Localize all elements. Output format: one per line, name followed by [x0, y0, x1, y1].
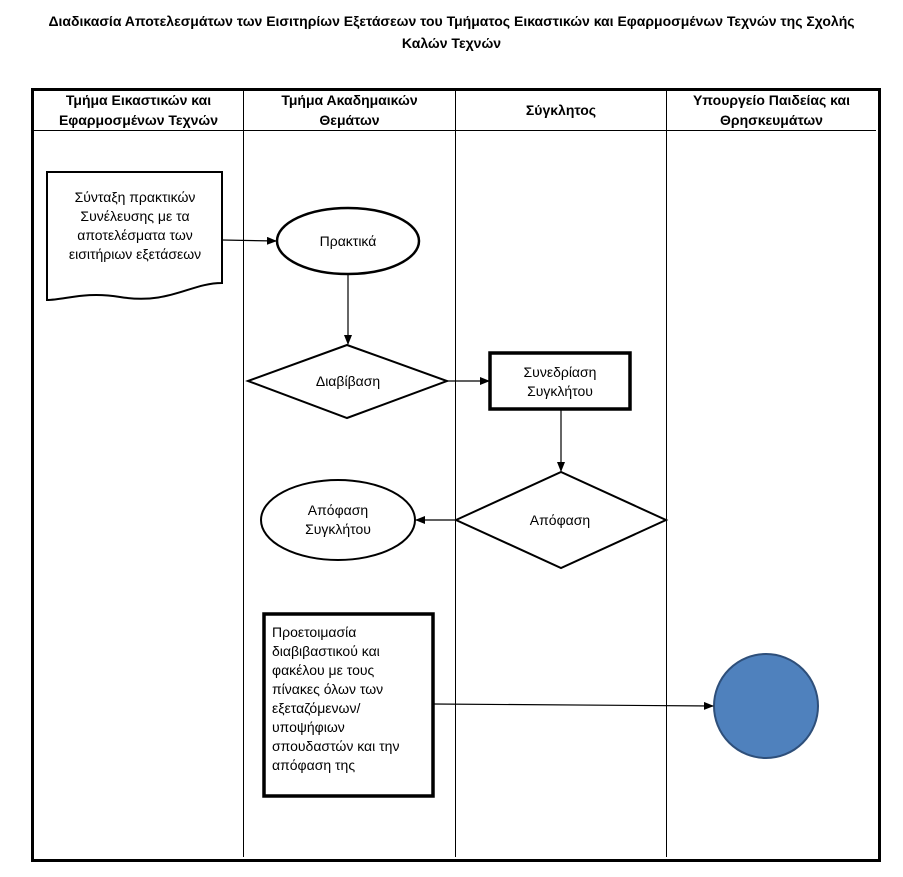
- proetoimasia-line6: υποψήφιων: [272, 719, 345, 735]
- lane-header-akadimaikon: Τμήμα Ακαδημαικών Θεμάτων: [244, 90, 455, 130]
- apofasi-sygklitou-label-line2: Συγκλήτου: [305, 521, 371, 537]
- swimlane-frame: [31, 88, 881, 862]
- proetoimasia-line3: φακέλου με τους: [272, 662, 375, 678]
- document-text-line3: αποτελέσματα των: [77, 227, 193, 243]
- proetoimasia-line8: απόφαση της: [272, 757, 356, 773]
- document-text: Σύνταξη πρακτικών Συνέλευσης με τα αποτε…: [49, 186, 221, 266]
- proetoimasia-line7: σπουδαστών και την: [272, 738, 400, 754]
- diavivasi-label: Διαβίβαση: [315, 372, 381, 389]
- lane-header-eikastikon-line2: Εφαρμοσμένων Τεχνών: [58, 112, 219, 128]
- proetoimasia-line4: πίνακες όλων των: [272, 681, 384, 697]
- lane-header-ypourgeio: Υπουργείο Παιδείας και Θρησκευμάτων: [667, 90, 876, 130]
- lane-header-ypourgeio-line2: Θρησκευμάτων: [720, 112, 823, 128]
- arrow-proetoimasia-to-end: [432, 701, 714, 710]
- diavivasi-text: Διαβίβαση: [278, 371, 418, 391]
- diagram-title-line1: Διαδικασία Αποτελεσμάτων των Εισιτηρίων …: [48, 13, 855, 29]
- apofasi-text: Απόφαση: [500, 510, 620, 530]
- synedriasi-text: Συνεδρίαση Συγκλήτου: [492, 362, 628, 402]
- proetoimasia-line2: διαβιβαστικού και: [272, 643, 380, 659]
- lane-header-eikastikon: Τμήμα Εικαστικών και Εφαρμοσμένων Τεχνών: [34, 90, 243, 130]
- proetoimasia-rect: [262, 612, 435, 798]
- diagram-title-line2: Καλών Τεχνών: [401, 35, 502, 51]
- proetoimasia-line1: Προετοιμασία: [272, 624, 357, 640]
- apofasi-sygklitou-label-line1: Απόφαση: [307, 502, 369, 518]
- document-shape: [46, 171, 223, 302]
- lane-header-eikastikon-line1: Τμήμα Εικαστικών και: [65, 92, 212, 108]
- praktika-label: Πρακτικά: [319, 232, 377, 249]
- apofasi-sygklitou-text: Απόφαση Συγκλήτου: [268, 500, 408, 540]
- apofasi-label: Απόφαση: [529, 511, 591, 528]
- lane-header-akadimaikon-line2: Θεμάτων: [319, 112, 380, 128]
- document-text-line4: εισιτήριων εξετάσεων: [68, 246, 202, 262]
- document-text-line2: Συνέλευσης με τα: [80, 208, 190, 224]
- proetoimasia-line5: εξεταζόμενων/: [272, 700, 361, 716]
- lane-header-ypourgeio-line1: Υπουργείο Παιδείας και: [692, 92, 851, 108]
- lane-header-sygklitos-line1: Σύγκλητος: [525, 102, 597, 118]
- synedriasi-rect: [488, 351, 632, 411]
- diagram-title: Διαδικασία Αποτελεσμάτων των Εισιτηρίων …: [20, 10, 883, 54]
- arrow-document-to-praktika: [221, 236, 277, 245]
- lane-header-sygklitos: Σύγκλητος: [456, 90, 666, 130]
- end-circle: [713, 653, 819, 759]
- proetoimasia-text: Προετοιμασία διαβιβαστικού και φακέλου μ…: [272, 621, 430, 777]
- document-text-line1: Σύνταξη πρακτικών: [74, 189, 196, 205]
- synedriasi-label-line1: Συνεδρίαση: [523, 364, 597, 380]
- synedriasi-label-line2: Συγκλήτου: [527, 383, 593, 399]
- lane-header-akadimaikon-line1: Τμήμα Ακαδημαικών: [281, 92, 418, 108]
- praktika-text: Πρακτικά: [278, 231, 418, 251]
- apofasi-diamond: [453, 470, 669, 570]
